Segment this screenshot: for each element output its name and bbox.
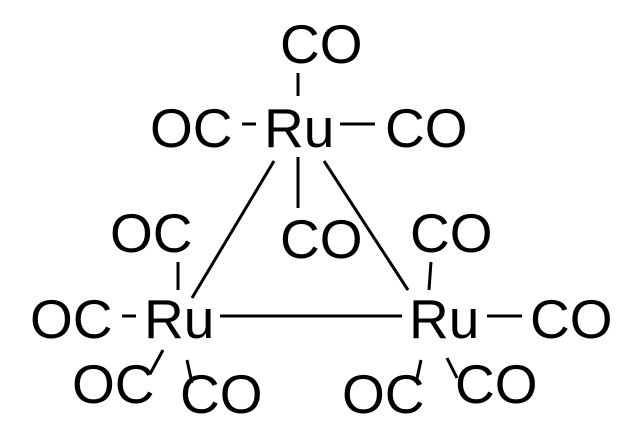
ligand-right-lower-left: OC [342,363,425,425]
ru-left: Ru [144,288,214,350]
ligand-top-axial: CO [280,13,363,75]
ligand-left-upper: OC [110,202,193,264]
bond [185,359,194,384]
ru-right: Ru [409,288,479,350]
ligand-left-side: OC [30,288,113,350]
bond [414,359,423,384]
ligand-right-upper: CO [410,202,493,264]
ligand-top-right: CO [385,97,468,159]
ligand-right-lower-right: CO [455,353,538,415]
ligand-top-left: OC [150,97,233,159]
bond [427,261,433,291]
ru-ru-bond [322,160,410,291]
bond [445,357,459,379]
ligand-top-lower: CO [280,208,363,270]
ru-ru-bond [190,160,276,299]
ligand-left-lower-right: CO [180,363,263,425]
ligand-left-lower-left: OC [72,353,155,415]
ru-top: Ru [264,97,334,159]
ligand-right-side: CO [530,288,613,350]
bond [148,349,165,375]
